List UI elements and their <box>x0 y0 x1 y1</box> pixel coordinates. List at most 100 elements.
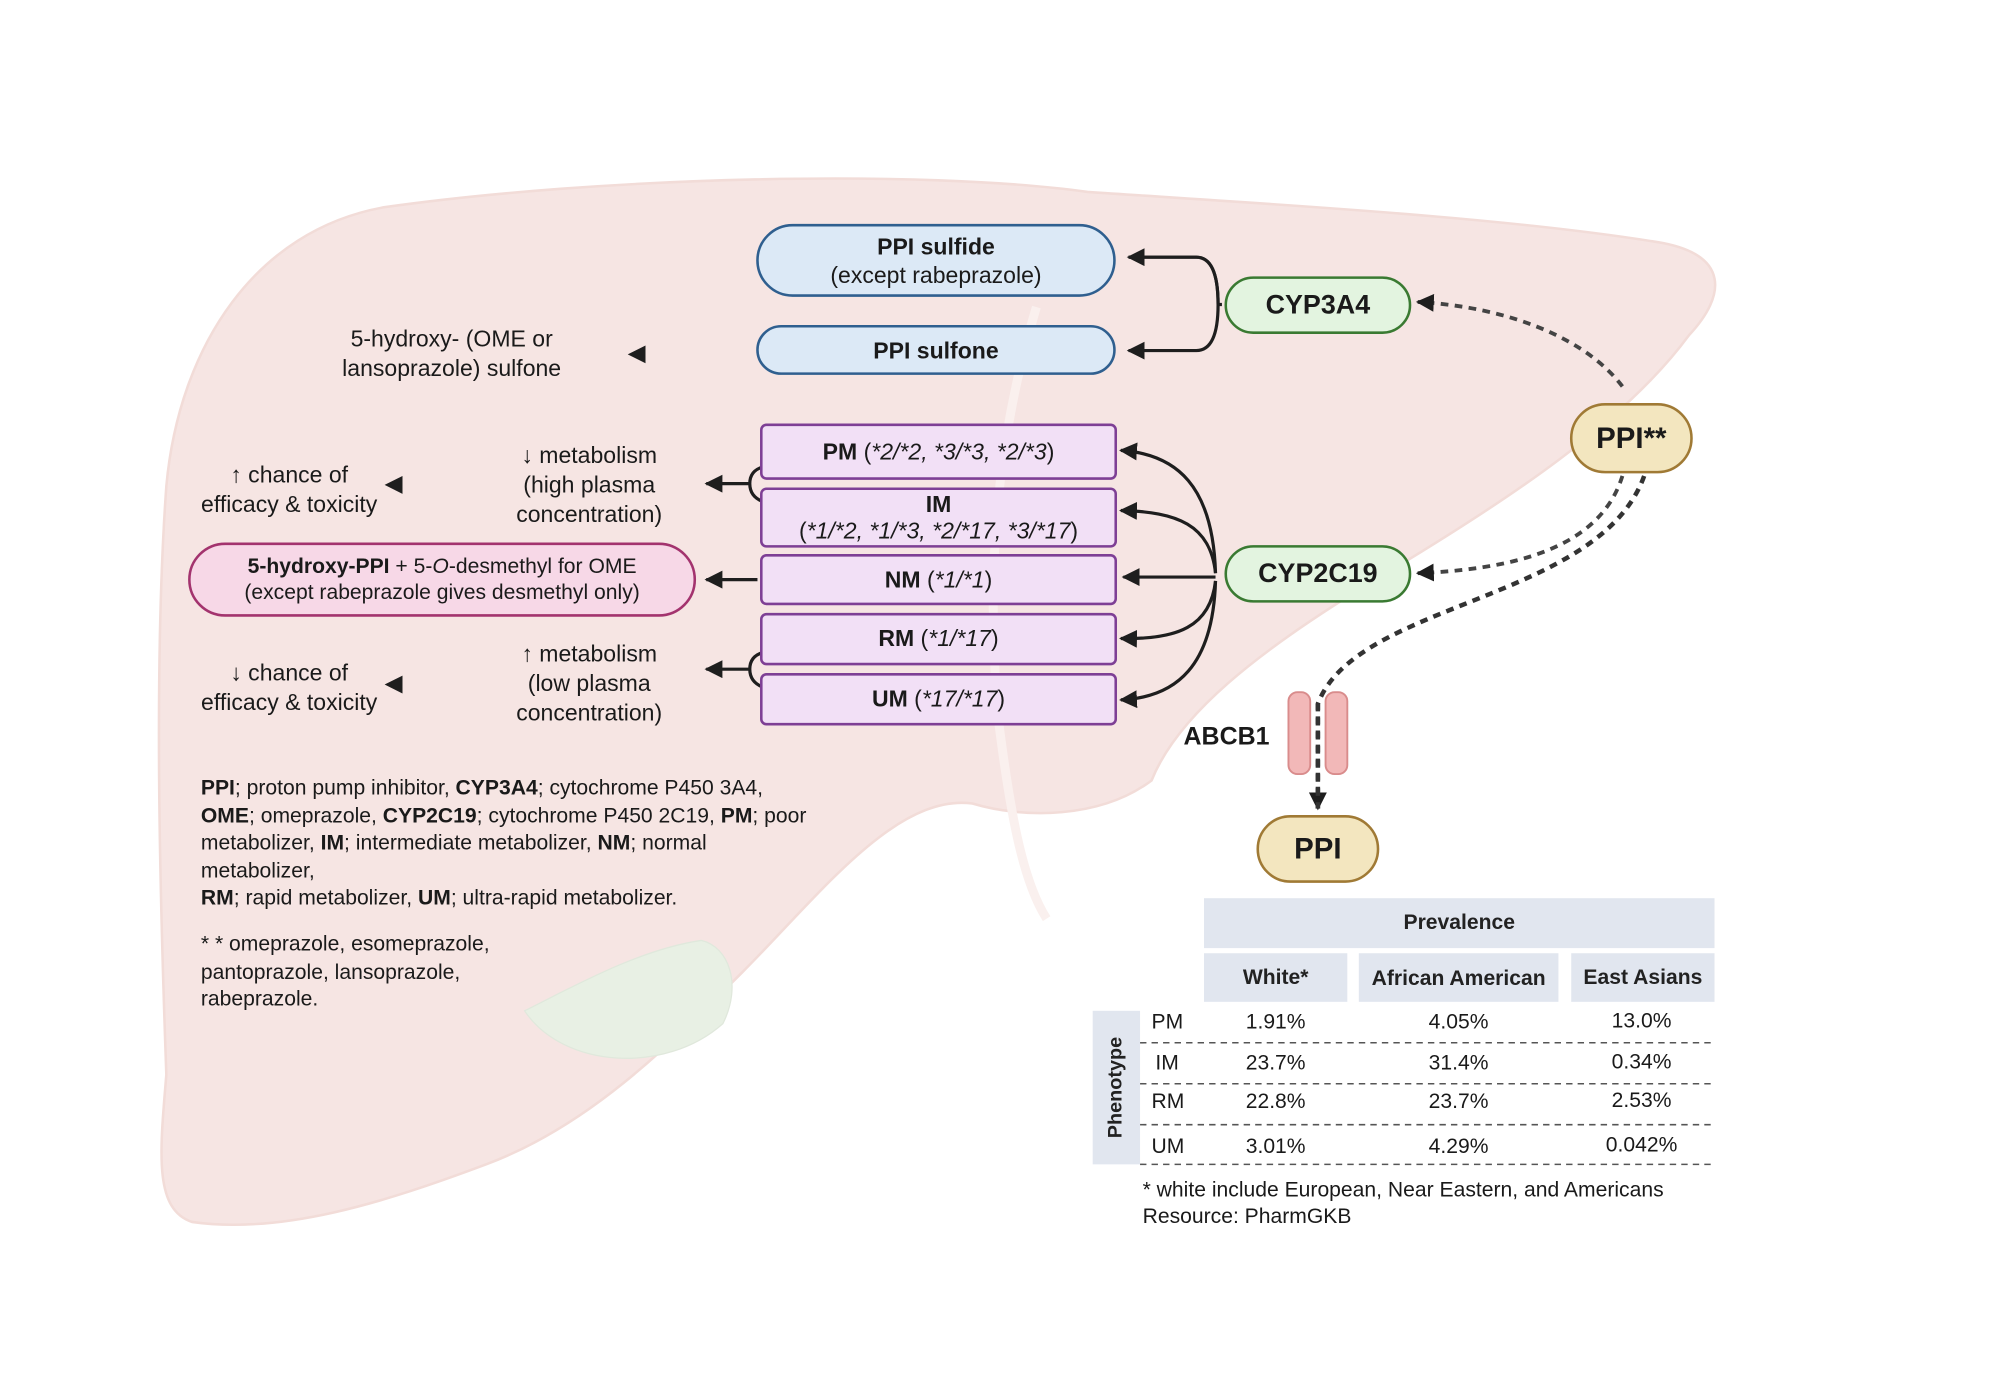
ppi-sulfone-label: PPI sulfone <box>873 337 999 363</box>
ppi-target-box: PPI <box>1256 815 1380 883</box>
arrow-cyp2c19-pm <box>1119 442 1218 574</box>
legend-item: NM; normal metabolizer, <box>200 831 707 883</box>
legend-item: IM; intermediate metabolizer, <box>320 831 598 855</box>
value-cell: 4.29% <box>1428 1134 1489 1158</box>
value-cell: 2.53% <box>1611 1088 1672 1112</box>
ppi-source-label: PPI** <box>1596 420 1667 455</box>
phenotype-pm-box: PM (*2/*2, *3/*3, *2/*3) <box>760 423 1118 480</box>
phenotype-pm-abbr: PM <box>822 438 858 464</box>
ppi-sulfide-box: PPI sulfide (except rabeprazole) <box>756 223 1116 297</box>
down-chance-line1: ↓ chance of <box>230 660 349 686</box>
hydroxy-ppi-rest: -desmethyl for OME <box>448 555 637 579</box>
phenotype-rm-alleles: *1/*17 <box>928 625 991 652</box>
table-row: PM 1.91% 4.05% 13.0% <box>1140 1006 1714 1042</box>
hydroxy-sulfone-label: 5-hydroxy- (OME or lansoprazole) sulfone <box>305 325 599 384</box>
arrow-cyp2c19-um <box>1119 580 1218 709</box>
phenotype-im-alleles: *1/*2, *1/*3, *2/*17, *3/*17 <box>806 517 1071 544</box>
up-chance-line2: efficacy & toxicity <box>201 491 378 517</box>
abcb1-transporter <box>1287 691 1349 809</box>
high-metabolism-line3: concentration) <box>516 699 663 726</box>
value-cell: 0.042% <box>1605 1133 1678 1157</box>
table-row: IM 23.7% 31.4% 0.34% <box>1140 1047 1714 1083</box>
high-metabolism-label: ↑ metabolism (low plasma concentration) <box>484 640 695 728</box>
value-cell: 23.7% <box>1428 1090 1489 1114</box>
dashed-arrow-to-ppi <box>1308 475 1647 811</box>
ppi-sulfone-box: PPI sulfone <box>756 324 1116 375</box>
phenotype-um-abbr: UM <box>871 685 908 712</box>
value-cell: 3.01% <box>1245 1134 1306 1158</box>
ppi-sulfide-title: PPI sulfide <box>877 233 995 260</box>
low-metabolism-line2: (high plasma <box>523 472 656 498</box>
phenotype-im-abbr: IM <box>925 490 952 517</box>
footnote-line3: rabeprazole. <box>200 987 319 1011</box>
value-cell: 4.05% <box>1428 1010 1489 1034</box>
table-title: Prevalence <box>1204 898 1715 949</box>
phenotype-rm-abbr: RM <box>878 625 915 652</box>
dashed-arrow-to-cyp2c19 <box>1415 475 1625 582</box>
hydroxy-ppi-box: 5-hydroxy-PPI + 5-O-desmethyl for OME (e… <box>188 542 697 617</box>
phenotype-cell: RM <box>1151 1090 1185 1114</box>
cyp2c19-box: CYP2C19 <box>1224 545 1412 603</box>
phenotype-nm-abbr: NM <box>884 566 921 592</box>
ppi-sulfide-subtitle: (except rabeprazole) <box>830 261 1042 288</box>
phenotype-cell: PM <box>1151 1010 1184 1034</box>
table-note: * white include European, Near Eastern, … <box>1142 1178 1664 1202</box>
table-header-east-asians: East Asians <box>1571 953 1715 1002</box>
phenotype-cell: IM <box>1155 1051 1179 1075</box>
table-separators <box>1140 1042 1715 1166</box>
value-cell: 31.4% <box>1428 1051 1489 1075</box>
dashed-arrow-to-cyp3a4 <box>1415 293 1624 388</box>
hydroxy-ppi-bold: 5-hydroxy-PPI <box>247 555 390 579</box>
table-resource: Resource: PharmGKB <box>1142 1205 1352 1229</box>
value-cell: 22.8% <box>1245 1090 1306 1114</box>
phenotype-nm-alleles: *1/*1 <box>934 566 985 592</box>
phenotype-um-alleles: *17/*17 <box>921 685 998 712</box>
footnote-line1: * * omeprazole, esomeprazole, <box>200 932 490 956</box>
legend-item: RM; rapid metabolizer, <box>200 886 418 910</box>
hydroxy-ppi-plus: + 5- <box>389 555 433 579</box>
down-chance-line2: efficacy & toxicity <box>201 689 378 716</box>
legend-item: UM; ultra-rapid metabolizer. <box>417 886 678 910</box>
footnote-ppi-list: * * omeprazole, esomeprazole, pantoprazo… <box>201 931 585 1014</box>
value-cell: 23.7% <box>1245 1051 1306 1075</box>
up-chance-line1: ↑ chance of <box>230 461 349 488</box>
down-chance-label: ↓ chance of efficacy & toxicity <box>179 659 399 718</box>
abbreviation-legend: PPI; proton pump inhibitor, CYP3A4; cyto… <box>201 775 815 913</box>
value-cell: 0.34% <box>1611 1050 1672 1074</box>
low-metabolism-label: ↓ metabolism (high plasma concentration) <box>484 441 695 529</box>
table-header-white: White* <box>1204 953 1348 1002</box>
gallbladder-shape <box>523 939 733 1059</box>
table-row-axis: Phenotype <box>1092 1010 1141 1165</box>
legend-item: CYP2C19; cytochrome P450 2C19, <box>382 804 721 828</box>
table-row: UM 3.01% 4.29% 0.042% <box>1140 1129 1714 1165</box>
legend-item: OME; omeprazole, <box>200 804 383 828</box>
cyp3a4-label: CYP3A4 <box>1265 289 1371 320</box>
phenotype-pm-alleles: *2/*2, *3/*3, *2/*3 <box>871 438 1047 464</box>
phenotype-nm-box: NM (*1/*1) <box>760 554 1118 606</box>
value-cell: 1.91% <box>1245 1010 1306 1034</box>
table-row: RM 22.8% 23.7% 2.53% <box>1140 1088 1714 1124</box>
legend-item: CYP3A4; cytochrome P450 3A4, <box>455 776 764 800</box>
phenotype-rm-box: RM (*1/*17) <box>760 612 1118 666</box>
phenotype-axis-label: Phenotype <box>1104 1036 1127 1139</box>
hydroxy-sulfone-line1: 5-hydroxy- (OME or <box>350 326 553 352</box>
phenotype-um-box: UM (*17/*17) <box>760 673 1118 726</box>
up-chance-label: ↑ chance of efficacy & toxicity <box>179 461 399 520</box>
arrow-cyp2c19-im <box>1119 501 1218 574</box>
phenotype-cell: UM <box>1151 1134 1185 1158</box>
phenotype-im-box: IM (*1/*2, *1/*3, *2/*17, *3/*17) <box>760 487 1118 548</box>
hydroxy-sulfone-line2: lansoprazole) sulfone <box>342 355 562 382</box>
legend-item: PM; poor metabolizer, <box>200 804 807 855</box>
low-metabolism-line1: ↓ metabolism <box>521 442 658 469</box>
cyp3a4-box: CYP3A4 <box>1224 276 1412 334</box>
ppi-source-box: PPI** <box>1569 403 1693 474</box>
legend-item: PPI; proton pump inhibitor, <box>200 776 456 800</box>
hydroxy-ppi-o: O <box>432 555 449 579</box>
ppi-target-label: PPI <box>1294 831 1342 865</box>
abcb1-label: ABCB1 <box>1183 722 1270 752</box>
high-metabolism-line1: ↑ metabolism <box>521 641 658 667</box>
table-header-african-american: African American <box>1358 953 1559 1002</box>
footnote-line2: pantoprazole, lansoprazole, <box>200 960 461 984</box>
value-cell: 13.0% <box>1611 1009 1672 1033</box>
high-metabolism-line2: (low plasma <box>527 670 651 697</box>
